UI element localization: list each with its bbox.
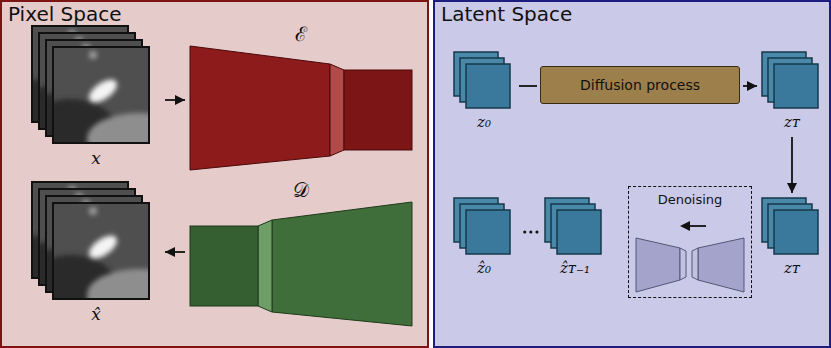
encoder-shape [190, 46, 412, 170]
ct-slice [26, 203, 191, 321]
panel-title: Pixel Space [0, 0, 130, 28]
unet-decoder [698, 238, 744, 292]
image-stack-node: x [30, 24, 162, 170]
latent-panel [434, 1, 830, 347]
latent-stack [454, 52, 510, 108]
unet-symbol [636, 238, 744, 292]
image-label: x [83, 146, 109, 170]
latent-node: ẑᴛ₋₁ [540, 196, 610, 280]
decoder-label: 𝒟 [285, 176, 317, 204]
latent-label: zᴛ [776, 110, 808, 134]
image-label: x̂ [83, 302, 109, 326]
arrow-connector [791, 137, 793, 193]
latent-map [774, 64, 818, 108]
unet-bevel [680, 248, 686, 280]
ct-slice [26, 47, 191, 165]
latent-label: z₀ [469, 110, 499, 134]
decoder-face [272, 202, 412, 326]
unet-bevel [692, 248, 698, 280]
connector-line [519, 85, 537, 87]
encoder-end [344, 70, 412, 150]
connector-line [519, 231, 537, 234]
latent-node: zᴛ [760, 50, 824, 134]
arrow-connector [165, 99, 185, 101]
image-stack-node: x̂ [30, 180, 162, 326]
latent-stack [762, 198, 818, 254]
latent-label: zᴛ [776, 256, 808, 280]
latent-node: zᴛ [760, 196, 824, 280]
arrow-shaft [688, 225, 706, 227]
reverse-arrow [680, 221, 706, 231]
latent-label: ẑᴛ₋₁ [552, 256, 598, 280]
denoising-box: Denoising [628, 186, 752, 298]
encoder-bevel [330, 64, 344, 156]
network-node: 𝒟 [188, 176, 414, 328]
latent-stack [454, 198, 510, 254]
image-stack [5, 182, 191, 321]
latent-node: z₀ [452, 50, 516, 134]
space-panel: Latent Space z₀ Diffusion process zᴛ ẑ₀ ẑᴛ₋₁ D… [433, 0, 831, 348]
latent-stack [762, 52, 818, 108]
decoder-shape [190, 202, 412, 326]
arrow-connector [743, 85, 757, 87]
network-node: ℰ [188, 20, 414, 172]
image-stack [5, 26, 191, 165]
latent-map [466, 64, 510, 108]
encoder-face [190, 46, 330, 170]
latent-map [557, 210, 601, 254]
latent-stack [545, 198, 601, 254]
pixel-panel [1, 1, 428, 347]
latent-label: ẑ₀ [469, 256, 499, 280]
latent-map [774, 210, 818, 254]
process-box: Diffusion process [540, 66, 740, 104]
encoder-label: ℰ [287, 20, 315, 48]
process-label: Diffusion process [572, 74, 708, 96]
decoder-bevel [258, 220, 272, 312]
latent-node: ẑ₀ [452, 196, 516, 280]
space-panel: Pixel Space x ℰx̂ 𝒟 [0, 0, 429, 348]
arrow-head [680, 221, 690, 231]
latent-map [466, 210, 510, 254]
arrow-connector [165, 251, 185, 253]
panel-title: Latent Space [433, 0, 580, 28]
step-label: Denoising [650, 190, 731, 210]
decoder-end [190, 226, 258, 306]
unet-encoder [636, 238, 680, 292]
